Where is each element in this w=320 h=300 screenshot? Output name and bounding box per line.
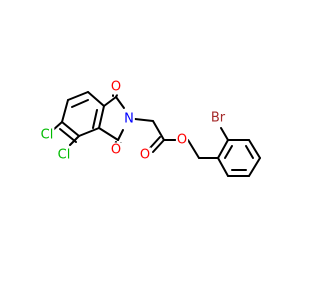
atom-o-ester-double: O (140, 148, 150, 163)
bond-ring-a-4 (87, 91, 105, 107)
atom-label-backing (138, 147, 152, 163)
atom-br: Br (211, 111, 226, 126)
atom-o-top: O (111, 80, 121, 95)
bond-n-c3 (117, 129, 124, 141)
bond-ring-b-6 (217, 157, 229, 177)
atom-label-backing (209, 110, 227, 126)
bond-ring-a-1 (61, 121, 80, 137)
bond-ring-b-3 (248, 139, 261, 159)
bond-ring-b-1-inner (224, 145, 233, 159)
atom-cl-lower: Cl (58, 148, 71, 163)
atom-label-backing (39, 127, 55, 143)
atom-label-backing (109, 142, 123, 158)
bond-o-ch2-benzyl (187, 139, 200, 159)
atom-o-bottom: O (111, 143, 121, 158)
bond-c1-o (115, 94, 118, 98)
molecule-svg: O O N Cl Cl O O Br (39, 79, 261, 177)
bond-ring-b-3-inner (245, 145, 254, 159)
bond-c1-c7a (103, 96, 117, 107)
atom-label-backing (175, 132, 189, 148)
molecule-diagram: O O N Cl Cl O O Br (39, 79, 261, 177)
bond-ring-a-6 (78, 127, 100, 137)
bond-ring-b-1 (217, 139, 229, 159)
bond-ring-a-3-inner (71, 99, 89, 108)
bond-carbonyl-o-double-a (152, 139, 165, 153)
atom-labels: O O N Cl Cl O O Br (39, 79, 227, 163)
atom-label-backing (56, 147, 72, 163)
bond-c1-n (115, 96, 125, 109)
bond-c-br (220, 127, 229, 141)
bond-ring-a-2 (61, 99, 69, 123)
bond-n-ch2 (134, 118, 154, 122)
bond-c-cl-lower (69, 135, 80, 146)
atom-n: N (124, 112, 134, 127)
bonds (52, 91, 261, 177)
atom-label-backing (109, 79, 123, 95)
bond-c3-c3a (98, 127, 119, 141)
bond-ring-b-4 (248, 157, 261, 177)
atom-label-backing (123, 111, 135, 127)
bond-ring-a-5-inner (92, 109, 98, 129)
bond-carbonyl-o-double-b (149, 136, 161, 149)
atom-o-ester-single: O (177, 133, 187, 148)
atom-cl-upper: Cl (41, 128, 54, 143)
bond-c-cl-upper (52, 121, 63, 131)
bond-ring-a-5 (98, 105, 105, 129)
bond-ring-a-1-inner (59, 128, 77, 143)
bond-ch2-carbonyl (152, 120, 165, 141)
bond-ring-a-3 (67, 91, 89, 101)
